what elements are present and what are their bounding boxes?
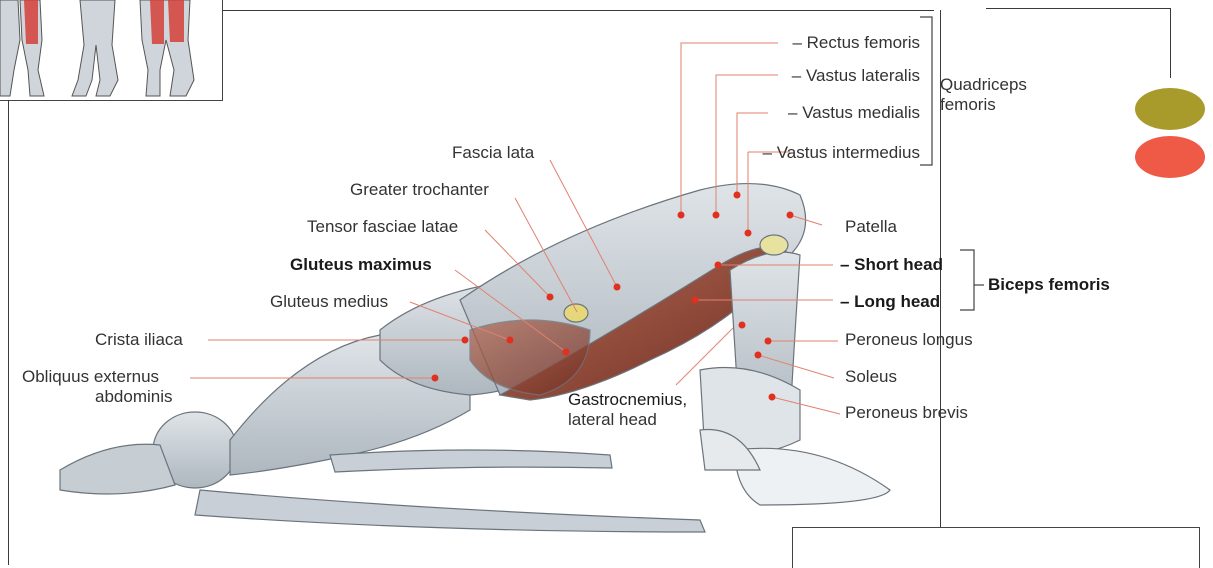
label-peroneus-brevis: Peroneus brevis	[845, 403, 968, 423]
label-soleus: Soleus	[845, 367, 897, 387]
label-gastrocnemius-line2: lateral head	[568, 410, 657, 430]
label-patella: Patella	[845, 217, 897, 237]
label-gluteus-medius: Gluteus medius	[270, 292, 388, 312]
label-obliquus-line2: abdominis	[95, 387, 173, 407]
label-peroneus-longus: Peroneus longus	[845, 330, 973, 350]
label-vastus-intermedius: – Vastus intermedius	[730, 143, 920, 163]
label-biceps-femoris: Biceps femoris	[988, 275, 1110, 295]
label-quadriceps-line1: Quadriceps	[940, 75, 1027, 95]
label-greater-trochanter: Greater trochanter	[350, 180, 489, 200]
label-crista-iliaca: Crista iliaca	[95, 330, 183, 350]
label-obliquus-line1: Obliquus externus	[22, 367, 159, 387]
label-vastus-medialis: – Vastus medialis	[760, 103, 920, 123]
label-short-head: – Short head	[840, 255, 943, 275]
label-long-head: – Long head	[840, 292, 940, 312]
label-rectus-femoris: – Rectus femoris	[768, 33, 920, 53]
label-tensor-fasciae-latae: Tensor fasciae latae	[307, 217, 458, 237]
label-fascia-lata: Fascia lata	[452, 143, 534, 163]
label-gluteus-maximus: Gluteus maximus	[290, 255, 432, 275]
label-gastrocnemius-line1: Gastrocnemius,	[568, 390, 687, 410]
label-vastus-lateralis: – Vastus lateralis	[760, 66, 920, 86]
label-quadriceps-line2: femoris	[940, 95, 996, 115]
